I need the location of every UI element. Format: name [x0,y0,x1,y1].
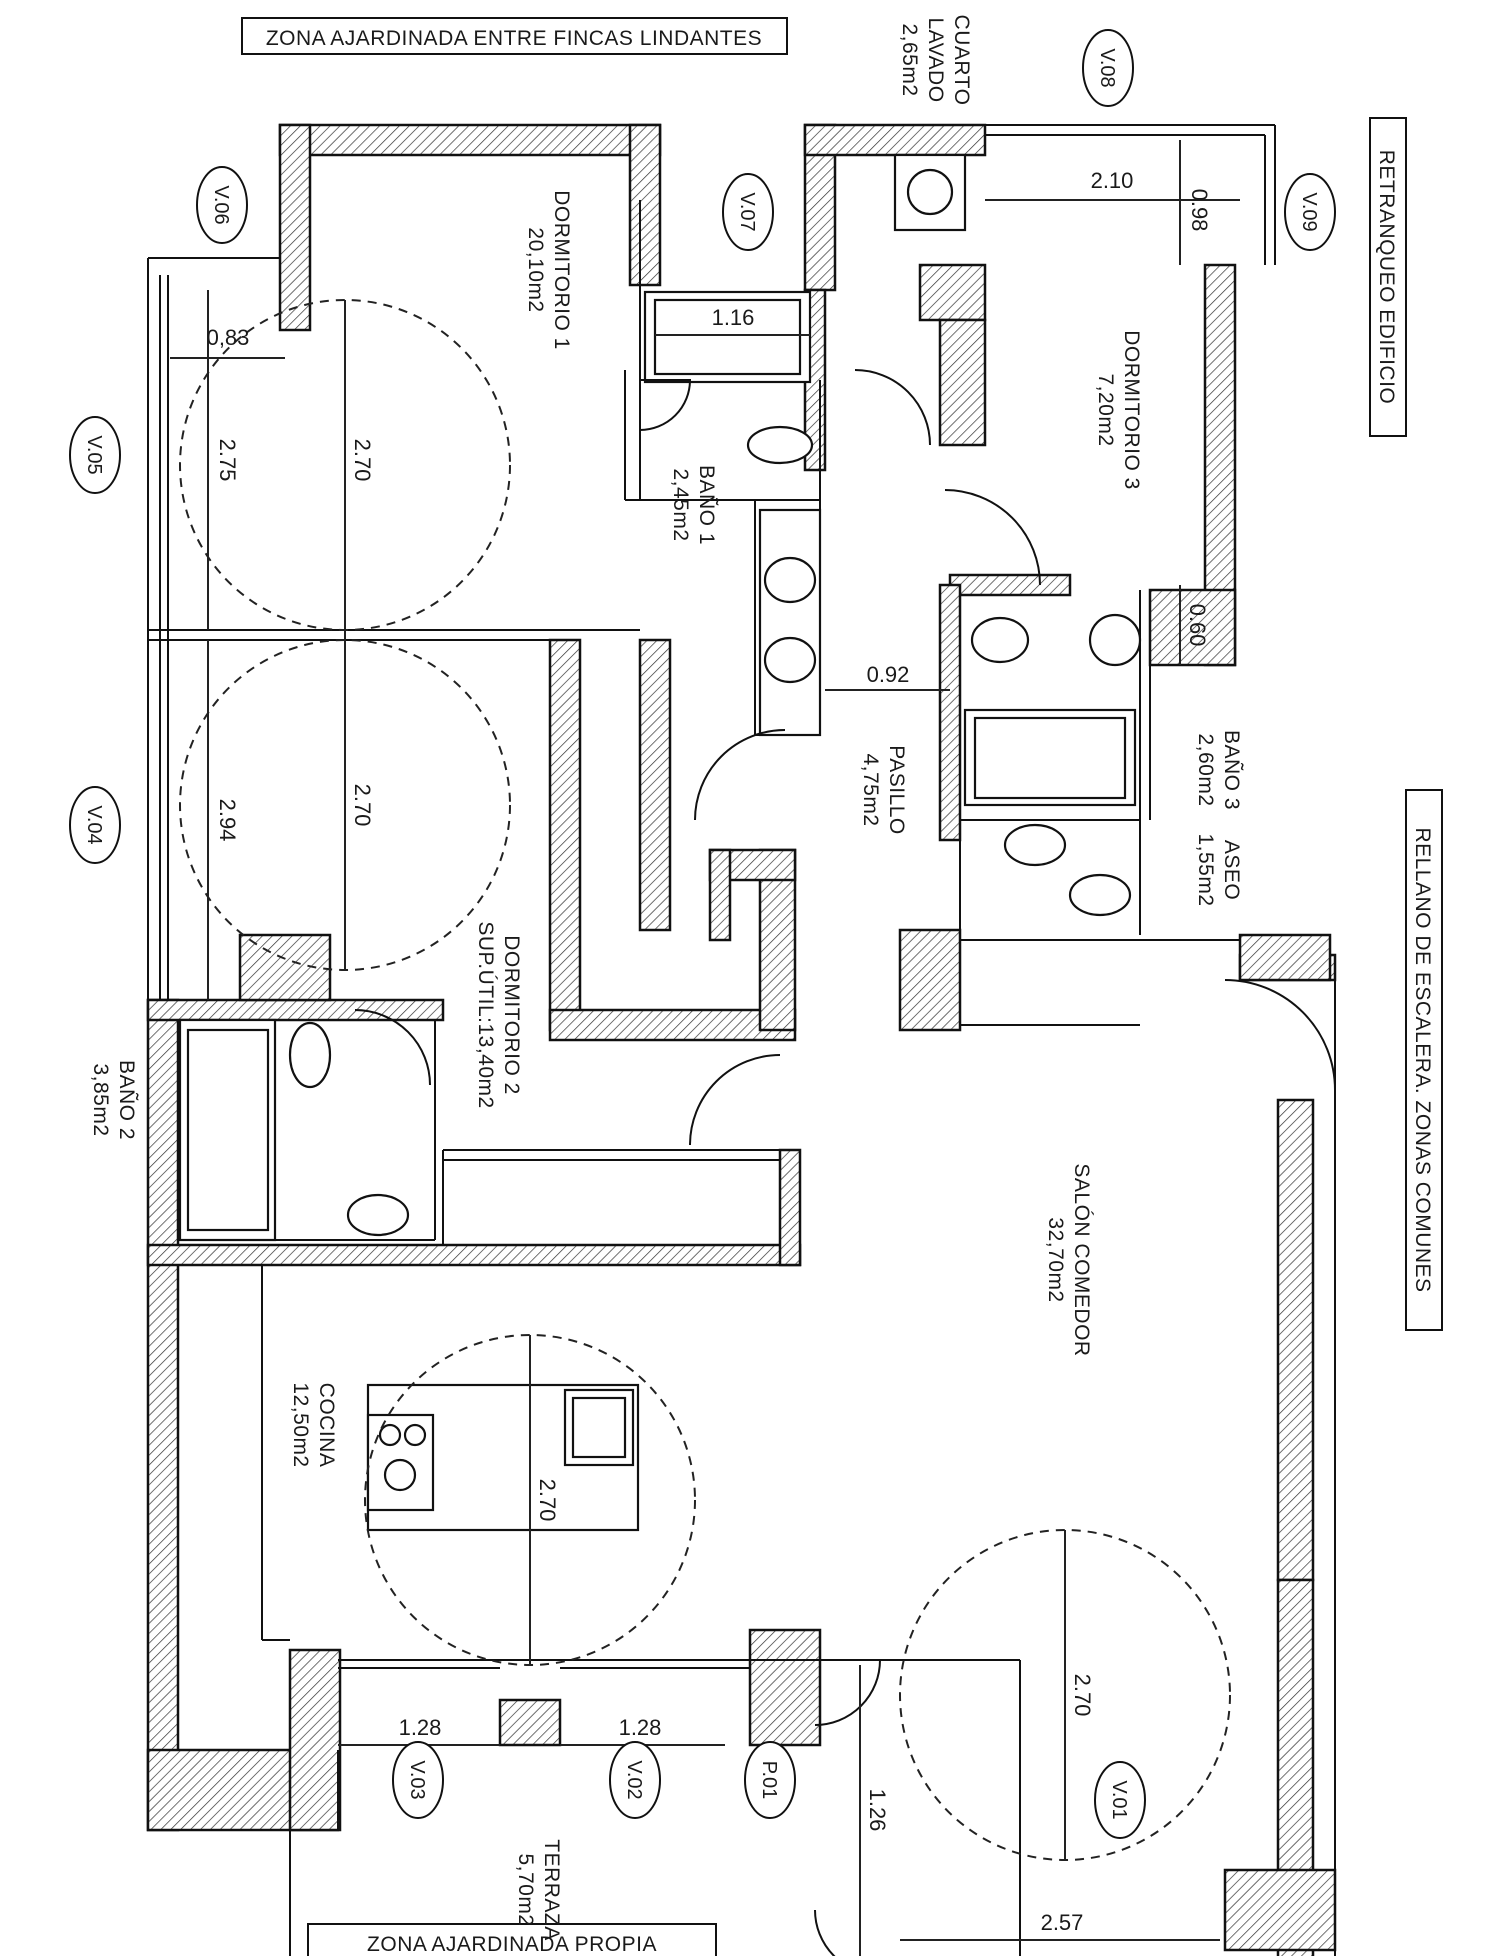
room-labels: DORMITORIO 1 20,10m2 DORMITORIO 2 SUP.ÚT… [89,15,1244,1941]
dim-270-b: 2.70 [350,784,375,827]
svg-text:20,10m2: 20,10m2 [524,227,547,312]
room-aseo: ASEO 1,55m2 [1194,833,1243,906]
svg-text:BAÑO 2: BAÑO 2 [115,1060,139,1140]
room-pasillo: PASILLO 4,75m2 [859,745,908,835]
dim-257: 2.57 [1041,1910,1084,1935]
partitions [147,124,1336,1956]
svg-text:DORMITORIO 3: DORMITORIO 3 [1120,330,1143,490]
tag-v05: V.05 [69,416,121,494]
tag-v02: V.02 [609,1741,661,1819]
toilet-1 [746,425,814,465]
svg-text:DORMITORIO 1: DORMITORIO 1 [550,190,573,350]
dim-275: 2.75 [215,439,240,482]
dim-210: 2.10 [1091,168,1134,193]
svg-text:RELLANO DE ESCALERA. ZONAS COM: RELLANO DE ESCALERA. ZONAS COMUNES [1411,827,1434,1292]
dim-270-c: 2.70 [535,1479,560,1522]
rellano-label: RELLANO DE ESCALERA. ZONAS COMUNES [1405,789,1443,1331]
room-terraza: TERRAZA 5,70m2 [514,1839,563,1941]
room-lavado: CUARTO LAVADO 2,65m2 [898,15,973,106]
svg-text:3,85m2: 3,85m2 [89,1063,112,1136]
tag-v04: V.04 [69,786,121,864]
svg-text:V.04: V.04 [83,805,105,844]
tag-p01: P.01 [744,1741,796,1819]
dim-128-b: 1.28 [619,1715,662,1740]
svg-text:2,45m2: 2,45m2 [669,468,692,541]
dim-060: 0.60 [1185,604,1210,647]
tag-v03: V.03 [392,1741,444,1819]
vanity-1 [758,508,822,737]
svg-text:7,20m2: 7,20m2 [1094,373,1117,446]
room-dorm2: DORMITORIO 2 SUP.ÚTIL:13,40m2 [474,921,523,1108]
retranqueo-label: RETRANQUEO EDIFICIO [1369,117,1407,437]
svg-text:V.08: V.08 [1096,48,1118,87]
room-salon: SALÓN COMEDOR 32,70m2 [1044,1163,1093,1356]
room-bano1: BAÑO 1 2,45m2 [669,465,719,545]
sink-2 [346,1193,410,1237]
toilet-2 [288,1021,332,1089]
sink-1b [763,636,817,684]
tag-v01: V.01 [1094,1761,1146,1839]
svg-text:V.07: V.07 [736,192,758,231]
svg-text:DORMITORIO 2: DORMITORIO 2 [500,935,523,1095]
svg-text:ASEO: ASEO [1220,840,1243,900]
tag-v08: V.08 [1082,29,1134,107]
svg-text:V.02: V.02 [623,1760,645,1799]
bottom-zone-label: ZONA AJARDINADA PROPIA [307,1923,717,1956]
svg-text:ZONA AJARDINADA ENTRE FINCAS L: ZONA AJARDINADA ENTRE FINCAS LINDANTES [266,27,762,50]
room-bano2: BAÑO 2 3,85m2 [89,1060,139,1140]
dim-126: 1.26 [865,1789,890,1832]
window-tags: V.01 V.02 V.03 P.01 V.04 V.05 V.06 V.07 [69,29,1336,1839]
svg-text:LAVADO: LAVADO [924,17,947,102]
svg-text:BAÑO 1: BAÑO 1 [695,465,719,545]
dim-270-a: 2.70 [350,439,375,482]
svg-text:SALÓN COMEDOR: SALÓN COMEDOR [1070,1163,1093,1356]
dim-270-d: 2.70 [1070,1674,1095,1717]
room-bano3: BAÑO 3 2,60m2 [1194,730,1244,810]
sink-1a [763,556,817,604]
toilet-3 [970,616,1030,664]
svg-text:PASILLO: PASILLO [885,745,908,835]
svg-text:V.09: V.09 [1298,192,1320,231]
svg-text:BAÑO 3: BAÑO 3 [1220,730,1244,810]
washing-machine [893,153,967,232]
room-dorm3: DORMITORIO 3 7,20m2 [1094,330,1143,490]
dim-116: 1.16 [712,305,755,330]
room-cocina: COCINA 12,50m2 [289,1382,338,1467]
svg-text:5,70m2: 5,70m2 [514,1853,537,1926]
svg-text:12,50m2: 12,50m2 [289,1382,312,1467]
svg-text:P.01: P.01 [758,1761,780,1800]
svg-text:TERRAZA: TERRAZA [540,1839,563,1941]
sink-3 [1088,613,1142,667]
doors [354,369,1336,1956]
tag-v06: V.06 [196,166,248,244]
svg-text:RETRANQUEO EDIFICIO: RETRANQUEO EDIFICIO [1375,150,1398,405]
dimension-texts: 0,83 2.75 2.70 2.94 2.70 1.16 2.10 0.98 … [207,168,1212,1935]
svg-text:CUARTO: CUARTO [950,15,973,106]
svg-text:ZONA AJARDINADA PROPIA: ZONA AJARDINADA PROPIA [367,1933,657,1956]
svg-text:2,65m2: 2,65m2 [898,23,921,96]
dim-083: 0,83 [207,325,250,350]
tag-v07: V.07 [722,173,774,251]
dim-128-a: 1.28 [399,1715,442,1740]
tag-v09: V.09 [1284,173,1336,251]
toilet-aseo [1068,873,1132,917]
dim-294: 2.94 [215,799,240,842]
svg-text:V.03: V.03 [406,1760,428,1799]
sink-aseo [1003,823,1067,867]
top-zone-label: ZONA AJARDINADA ENTRE FINCAS LINDANTES [241,17,788,55]
dim-098: 0.98 [1187,189,1212,232]
svg-text:COCINA: COCINA [315,1383,338,1468]
svg-text:4,75m2: 4,75m2 [859,753,882,826]
svg-text:V.01: V.01 [1108,1780,1130,1819]
svg-text:V.06: V.06 [210,185,232,224]
room-dorm1: DORMITORIO 1 20,10m2 [524,190,573,350]
dim-092: 0.92 [867,662,910,687]
svg-text:1,55m2: 1,55m2 [1194,833,1217,906]
fixtures [178,153,1142,1532]
svg-text:V.05: V.05 [83,435,105,474]
svg-text:SUP.ÚTIL:13,40m2: SUP.ÚTIL:13,40m2 [474,921,497,1108]
svg-text:32,70m2: 32,70m2 [1044,1217,1067,1302]
svg-text:2,60m2: 2,60m2 [1194,733,1217,806]
